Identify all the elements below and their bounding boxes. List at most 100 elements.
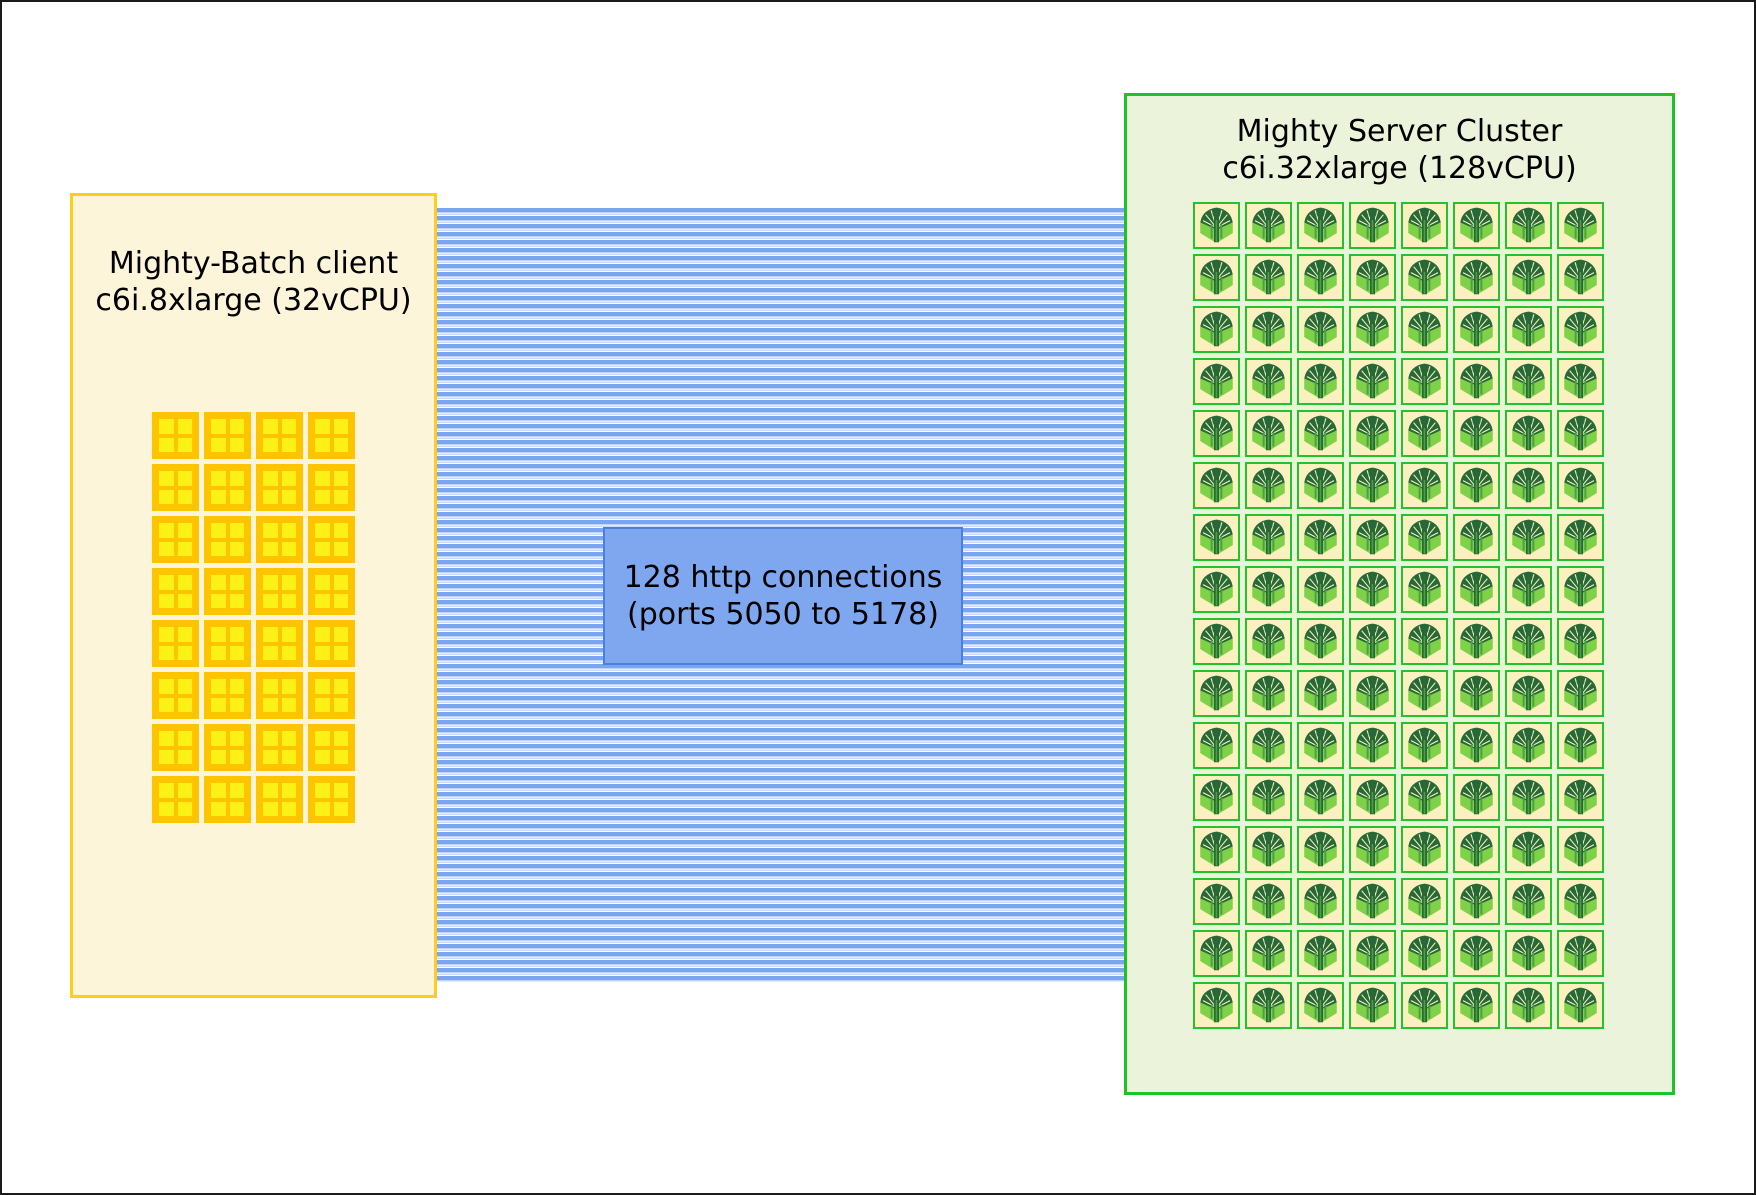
mighty-server-instance-icon	[1505, 462, 1552, 509]
mighty-server-instance-icon	[1193, 306, 1240, 353]
cpu-core-icon	[308, 776, 355, 823]
mighty-server-instance-icon	[1453, 618, 1500, 665]
mighty-server-instance-icon	[1401, 566, 1448, 613]
mighty-server-instance-icon	[1505, 670, 1552, 717]
cpu-core-icon	[256, 464, 303, 511]
cpu-core-icon	[256, 776, 303, 823]
mighty-server-instance-icon	[1245, 306, 1292, 353]
mighty-server-instance-icon	[1297, 826, 1344, 873]
mighty-server-instance-icon	[1401, 826, 1448, 873]
cpu-core-icon	[308, 412, 355, 459]
mighty-server-instance-icon	[1557, 410, 1604, 457]
mighty-server-instance-icon	[1453, 670, 1500, 717]
mighty-server-instance-icon	[1401, 358, 1448, 405]
mighty-server-instance-icon	[1557, 358, 1604, 405]
mighty-server-instance-icon	[1505, 202, 1552, 249]
mighty-server-instance-icon	[1505, 722, 1552, 769]
mighty-server-instance-icon	[1193, 618, 1240, 665]
cpu-core-icon	[256, 672, 303, 719]
mighty-server-instance-icon	[1297, 358, 1344, 405]
mighty-server-instance-icon	[1297, 514, 1344, 561]
mighty-server-instance-icon	[1245, 358, 1292, 405]
mighty-server-instance-icon	[1349, 930, 1396, 977]
cpu-core-icon	[152, 516, 199, 563]
mighty-server-instance-icon	[1193, 722, 1240, 769]
mighty-server-instance-icon	[1557, 202, 1604, 249]
mighty-server-instance-icon	[1349, 462, 1396, 509]
mighty-server-instance-icon	[1297, 410, 1344, 457]
connections-label: 128 http connections (ports 5050 to 5178…	[603, 527, 963, 665]
mighty-server-instance-icon	[1245, 410, 1292, 457]
connections-label-line2: (ports 5050 to 5178)	[627, 597, 939, 632]
mighty-server-instance-icon	[1193, 982, 1240, 1029]
mighty-server-instance-icon	[1297, 462, 1344, 509]
mighty-server-instance-icon	[1297, 618, 1344, 665]
cpu-core-icon	[308, 672, 355, 719]
mighty-server-instance-icon	[1401, 514, 1448, 561]
mighty-server-instance-icon	[1453, 826, 1500, 873]
mighty-server-instance-icon	[1297, 202, 1344, 249]
mighty-server-instance-icon	[1505, 618, 1552, 665]
mighty-server-instance-icon	[1453, 254, 1500, 301]
mighty-server-instance-icon	[1349, 774, 1396, 821]
mighty-server-instance-icon	[1557, 462, 1604, 509]
mighty-server-instance-icon	[1401, 930, 1448, 977]
mighty-server-instance-icon	[1297, 930, 1344, 977]
mighty-server-instance-icon	[1297, 306, 1344, 353]
client-box-title-line1: Mighty-Batch client	[108, 246, 399, 281]
mighty-server-instance-icon	[1453, 514, 1500, 561]
mighty-server-instance-icon	[1453, 306, 1500, 353]
mighty-server-instance-icon	[1453, 358, 1500, 405]
mighty-server-instance-icon	[1245, 774, 1292, 821]
mighty-server-instance-icon	[1245, 670, 1292, 717]
cpu-core-icon	[308, 620, 355, 667]
cpu-core-icon	[204, 672, 251, 719]
mighty-server-instance-icon	[1557, 722, 1604, 769]
cpu-core-icon	[204, 464, 251, 511]
mighty-server-instance-icon	[1349, 878, 1396, 925]
cpu-core-icon	[256, 568, 303, 615]
mighty-server-instance-icon	[1193, 670, 1240, 717]
mighty-server-instance-icon	[1557, 566, 1604, 613]
mighty-server-instance-icon	[1401, 982, 1448, 1029]
cpu-core-icon	[152, 568, 199, 615]
mighty-server-instance-icon	[1349, 826, 1396, 873]
mighty-server-instance-icon	[1193, 878, 1240, 925]
mighty-server-instance-icon	[1193, 202, 1240, 249]
mighty-server-instance-icon	[1453, 462, 1500, 509]
mighty-server-instance-icon	[1453, 774, 1500, 821]
mighty-server-instance-icon	[1193, 566, 1240, 613]
mighty-server-instance-icon	[1505, 774, 1552, 821]
mighty-server-instance-icon	[1349, 618, 1396, 665]
mighty-server-instance-icon	[1401, 306, 1448, 353]
mighty-server-instance-icon	[1297, 878, 1344, 925]
mighty-server-instance-icon	[1349, 202, 1396, 249]
mighty-server-instance-icon	[1557, 774, 1604, 821]
mighty-server-instance-icon	[1245, 254, 1292, 301]
cpu-core-icon	[308, 516, 355, 563]
mighty-server-instance-icon	[1401, 202, 1448, 249]
mighty-server-instance-icon	[1557, 514, 1604, 561]
mighty-server-instance-icon	[1193, 462, 1240, 509]
cpu-core-icon	[204, 516, 251, 563]
mighty-server-instance-icon	[1505, 254, 1552, 301]
cpu-core-icon	[256, 620, 303, 667]
cpu-core-icon	[308, 724, 355, 771]
mighty-server-instance-icon	[1401, 774, 1448, 821]
mighty-server-instance-icon	[1245, 462, 1292, 509]
server-box-title-line2: c6i.32xlarge (128vCPU)	[1222, 151, 1577, 186]
mighty-server-instance-icon	[1557, 618, 1604, 665]
mighty-server-instance-icon	[1349, 670, 1396, 717]
mighty-server-instance-icon	[1349, 566, 1396, 613]
mighty-server-instance-icon	[1557, 982, 1604, 1029]
mighty-server-instance-icon	[1349, 514, 1396, 561]
mighty-server-instance-icon	[1505, 410, 1552, 457]
cpu-core-icon	[204, 568, 251, 615]
mighty-server-instance-icon	[1401, 618, 1448, 665]
mighty-server-instance-icon	[1505, 514, 1552, 561]
mighty-server-instance-icon	[1557, 878, 1604, 925]
cpu-core-icon	[204, 412, 251, 459]
cpu-core-icon	[256, 724, 303, 771]
mighty-server-instance-icon	[1193, 826, 1240, 873]
client-box-title-line2: c6i.8xlarge (32vCPU)	[95, 283, 412, 318]
